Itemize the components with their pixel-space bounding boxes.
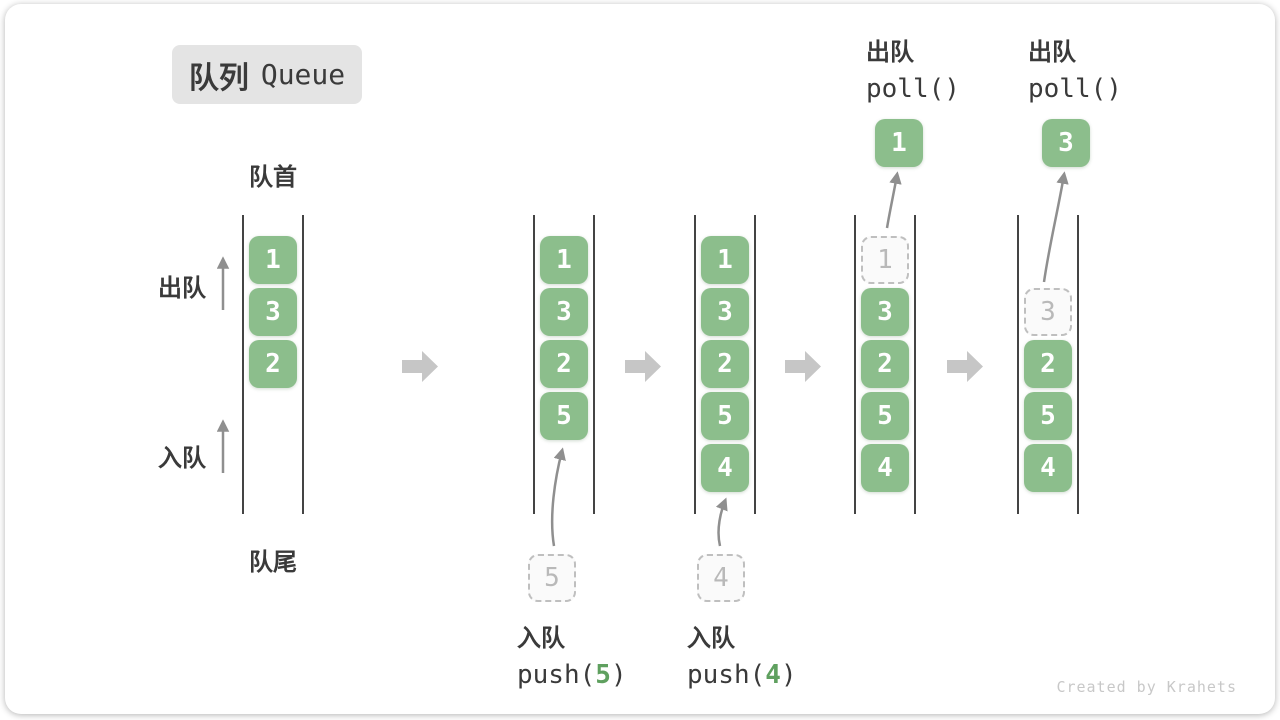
dequeue-op-label: 出队 poll() [1028,32,1122,104]
queue-item: 3 [249,288,297,336]
enqueue-op-label: 入队 push(4) [687,618,797,690]
step-arrow-icon [785,351,821,382]
enqueue-op-code: push(5) [517,660,627,690]
queue-front-label: 队首 [249,164,297,191]
queue-item: 5 [540,392,588,440]
queue-item: 3 [540,288,588,336]
credit-text: Created by Krahets [1056,678,1237,696]
queue-item: 5 [1024,392,1072,440]
queue-item: 3 [701,288,749,336]
enqueue-side-label: 入队 [158,445,206,472]
queue-rear-label: 队尾 [249,549,297,576]
title-en: Queue [260,58,346,91]
step-arrow-icon [947,351,983,382]
queue-item: 2 [1024,340,1072,388]
queue-item: 3 [861,288,909,336]
queue-item-ghost: 1 [861,236,909,284]
step-arrow-icon [402,351,438,382]
dequeue-op-zh: 出队 [1028,39,1076,66]
dequeue-op-label: 出队 poll() [866,32,960,104]
queue-item: 4 [861,444,909,492]
queue-item: 2 [540,340,588,388]
queue-item: 5 [701,392,749,440]
dequeued-item: 3 [1042,119,1090,167]
queue-item: 1 [540,236,588,284]
enqueue-op-zh: 入队 [687,625,735,652]
enqueue-arg-value: 4 [765,660,781,690]
title-badge: 队列 Queue [172,45,362,104]
dequeue-op-code: poll() [866,74,960,104]
dequeue-side-label: 出队 [158,275,206,302]
queue-item: 2 [249,340,297,388]
step-arrow-icon [625,351,661,382]
enqueue-arg-value: 5 [595,660,611,690]
dequeue-op-zh: 出队 [866,39,914,66]
queue-item: 4 [1024,444,1072,492]
queue-item: 4 [701,444,749,492]
enqueue-op-label: 入队 push(5) [517,618,627,690]
title-zh: 队列 [188,61,249,95]
queue-item: 2 [701,340,749,388]
queue-item: 5 [861,392,909,440]
arrows-layer [216,171,1069,547]
queue-item-ghost: 3 [1024,288,1072,336]
dequeued-item: 1 [875,119,923,167]
queue-item: 2 [861,340,909,388]
dequeue-op-code: poll() [1028,74,1122,104]
queue-item: 1 [701,236,749,284]
queue-item: 1 [249,236,297,284]
enqueue-source-item: 5 [528,554,576,602]
enqueue-op-zh: 入队 [517,625,565,652]
enqueue-op-code: push(4) [687,660,797,690]
enqueue-source-item: 4 [697,554,745,602]
